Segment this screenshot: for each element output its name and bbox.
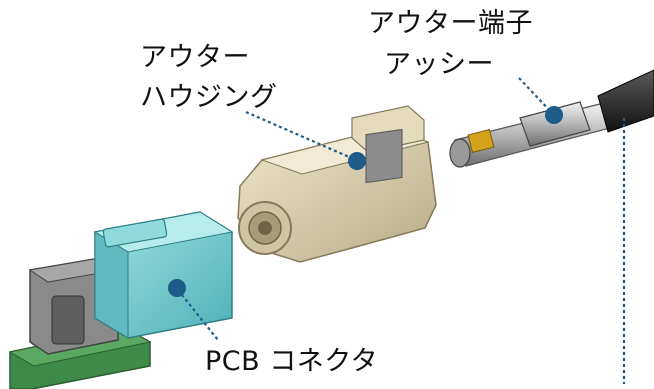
dot-marker-icon — [348, 152, 366, 170]
pcb-connector-graphic — [8, 211, 234, 389]
label-outer-housing-line2: ハウジング — [140, 82, 278, 113]
outer-housing-graphic — [237, 105, 437, 263]
dot-marker-icon — [168, 279, 186, 297]
label-outer-housing-line1: アウター — [140, 42, 250, 73]
label-pcb-connector: PCB コネクタ — [205, 346, 379, 377]
marker-dots — [168, 106, 563, 297]
label-outer-terminal-line1: アウター端子 — [368, 8, 533, 39]
leader-outer-terminal — [518, 77, 554, 115]
outer-terminal-graphic — [449, 69, 654, 168]
leader-pcb-connector — [177, 289, 219, 341]
leader-lines — [177, 77, 626, 384]
leader-outer-housing — [245, 110, 357, 162]
dot-marker-icon — [545, 106, 563, 124]
label-outer-terminal-line2: アッシー — [384, 49, 494, 80]
